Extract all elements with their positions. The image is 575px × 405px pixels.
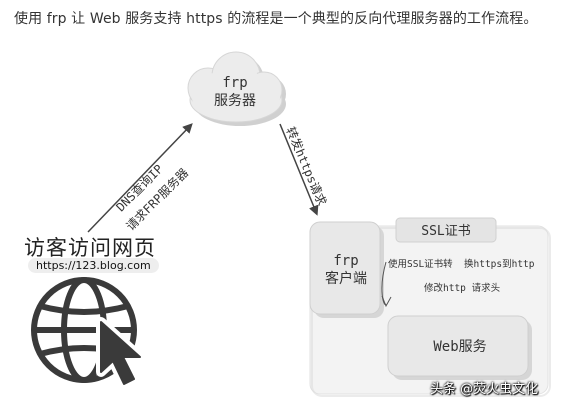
frp-server-cloud	[187, 51, 286, 126]
frp-server-label-line2: 服务器	[214, 93, 256, 109]
visitor-url: https://123.blog.com	[28, 258, 159, 273]
frp-server-label-line1: frp	[222, 75, 248, 91]
arrow-visitor-to-server	[87, 123, 193, 233]
frp-server-label: frp 服务器	[190, 74, 280, 110]
frp-client-label-line1: frp	[333, 253, 359, 269]
ssl-cert-box	[395, 217, 497, 243]
frp-client-label-line2: 客户端	[325, 271, 367, 287]
cursor-icon	[96, 317, 145, 389]
ssl-cert-label: SSL证书	[421, 224, 471, 239]
web-service-box	[387, 315, 529, 377]
convert-protocol-label: 换https到http	[464, 259, 535, 270]
visitor-title: 访客访问网页	[24, 236, 156, 260]
intro-text: 使用 frp 让 Web 服务支持 https 的流程是一个典型的反向代理服务器…	[14, 11, 538, 27]
frp-client-label: frp 客户端	[316, 252, 376, 288]
frp-client-box	[309, 221, 381, 315]
convert-cert-label: 使用SSL证书转	[388, 259, 453, 270]
arrow-server-to-client	[279, 123, 319, 216]
modify-header-label: 修改http 请求头	[424, 283, 501, 294]
web-service-label: Web服务	[433, 339, 487, 355]
watermark: 头条 @荧火虫文化	[430, 382, 539, 397]
